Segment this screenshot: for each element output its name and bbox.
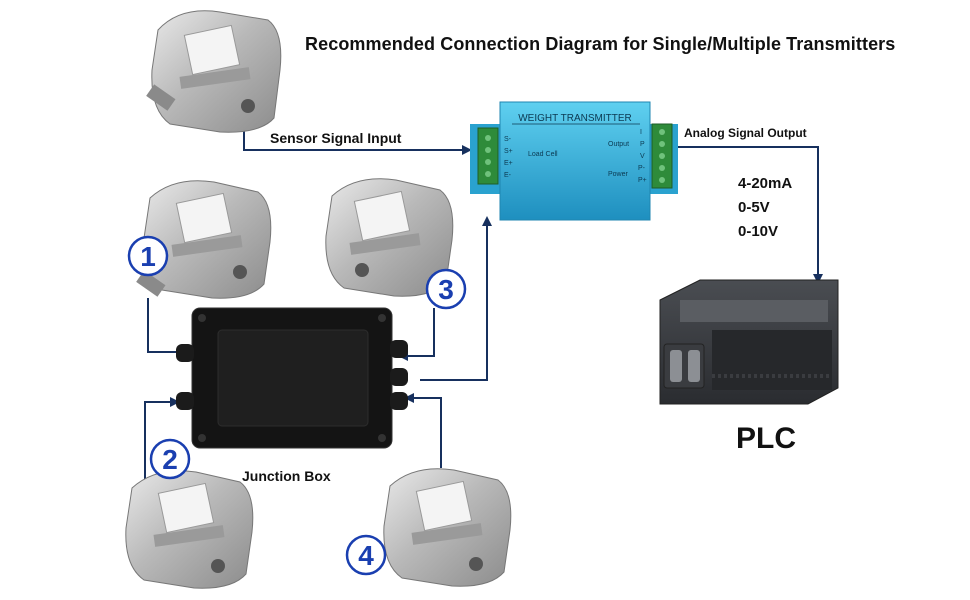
output-options: 4-20mA 0-5V 0-10V — [738, 172, 792, 244]
terminal-s-plus: S+ — [504, 148, 513, 155]
marker-4-circle — [345, 534, 387, 576]
marker-1-circle — [127, 235, 169, 277]
sensor-number-3: 3 — [438, 274, 454, 305]
weight-transmitter: WEIGHT TRANSMITTER S- S+ E+ E- Load Cell… — [470, 101, 678, 221]
terminal-p-minus: P- — [638, 165, 646, 172]
sensor-number-2: 2 — [162, 444, 178, 475]
terminal-e-minus: E- — [504, 172, 512, 179]
load-cell-2 — [125, 470, 254, 589]
sensor-number-1: 1 — [140, 241, 156, 272]
terminal-p: P — [640, 141, 645, 148]
analog-output-arrow — [676, 146, 823, 284]
sensor-number-markers — [127, 235, 467, 576]
diagram-title: Recommended Connection Diagram for Singl… — [305, 34, 896, 54]
load-cell-4 — [383, 468, 512, 587]
sensor-2-wire — [144, 397, 180, 490]
plc-label: PLC — [736, 422, 796, 455]
load-cell-group-label: Load Cell — [528, 151, 558, 158]
analog-signal-output-label: Analog Signal Output — [684, 126, 807, 140]
junction-box — [176, 307, 408, 449]
output-option-current: 4-20mA — [738, 175, 793, 192]
terminal-e-plus: E+ — [504, 160, 513, 167]
sensor-1-wire — [147, 298, 188, 357]
marker-2-circle — [149, 438, 191, 480]
sensor-signal-input-label: Sensor Signal Input — [270, 130, 402, 146]
terminal-p-plus: P+ — [638, 177, 647, 184]
load-cell-3 — [325, 178, 454, 297]
sensor-number-4: 4 — [358, 540, 374, 571]
terminal-v: V — [640, 153, 645, 160]
terminal-s-minus: S- — [504, 136, 512, 143]
plc-device — [659, 279, 839, 405]
transmitter-name-label: WEIGHT TRANSMITTER — [518, 113, 632, 124]
wiring — [144, 118, 823, 490]
output-group-label: Output — [608, 141, 629, 148]
terminal-i: I — [640, 129, 642, 136]
sensor-4-wire — [404, 393, 442, 468]
load-cell-1 — [136, 180, 272, 299]
output-option-5v: 0-5V — [738, 199, 770, 216]
output-option-10v: 0-10V — [738, 223, 779, 240]
junction-box-label: Junction Box — [242, 468, 331, 484]
junction-to-transmitter-arrow — [420, 216, 492, 381]
power-group-label: Power — [608, 171, 629, 178]
sensor-3-wire — [398, 308, 435, 361]
marker-3-circle — [425, 268, 467, 310]
load-cell-top — [146, 10, 282, 133]
